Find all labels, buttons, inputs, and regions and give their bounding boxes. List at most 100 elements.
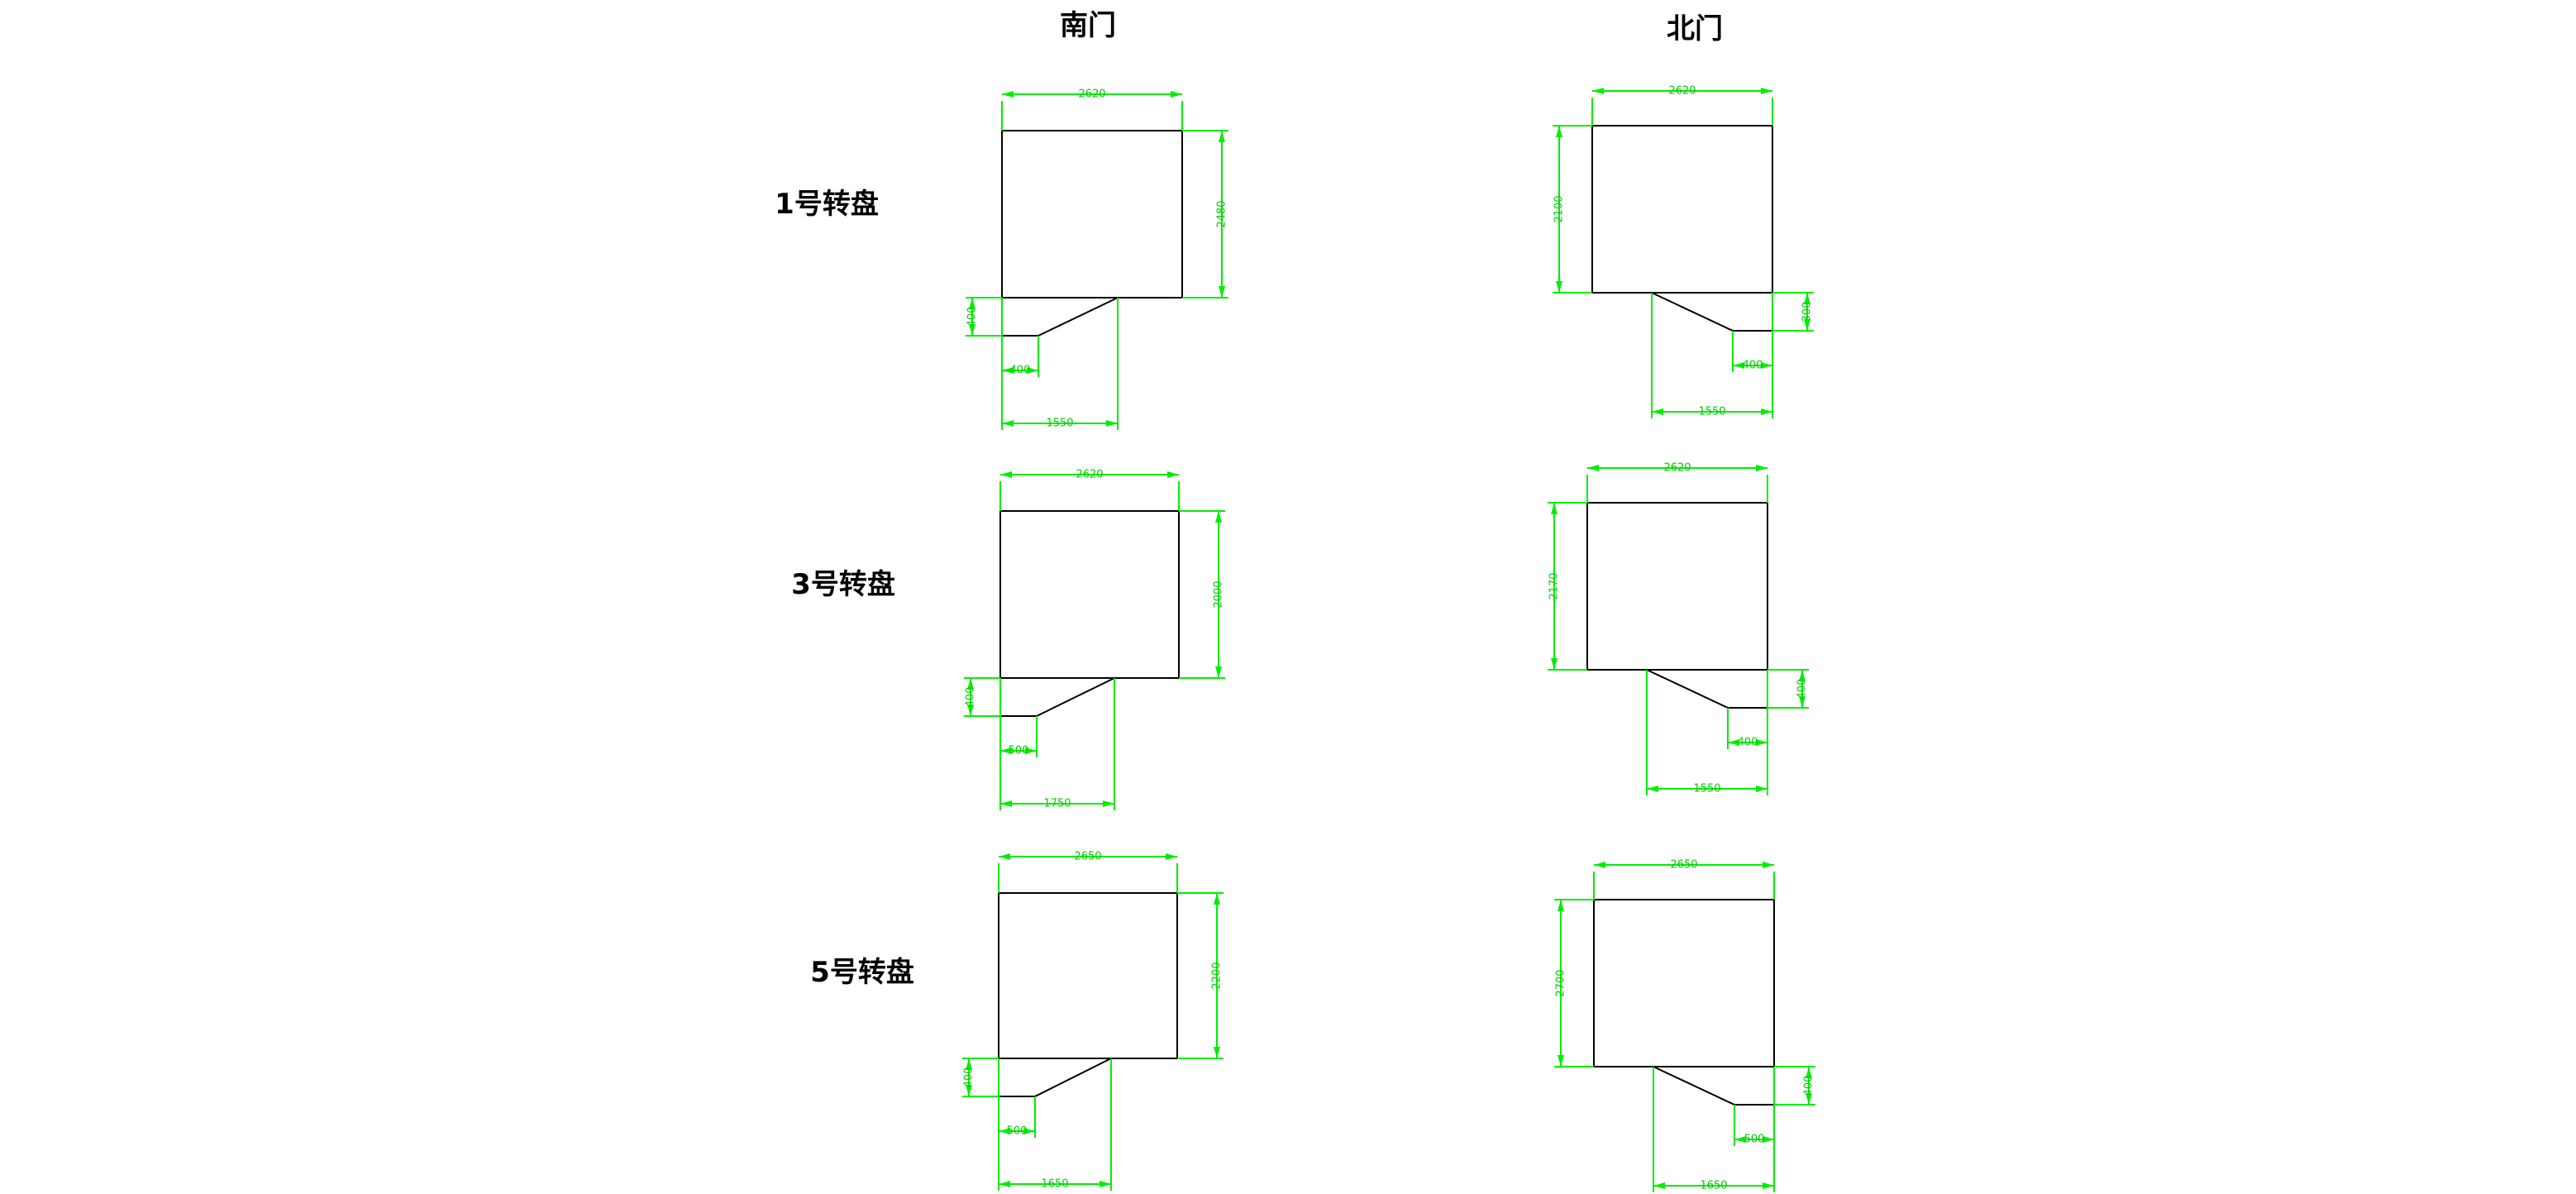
chute-outline bbox=[1002, 297, 1119, 337]
turntable-plans: 2620 2480 400 400 1550 2620 2000 400 500 1750 2650… bbox=[962, 85, 1815, 1192]
rise-dimension: 400 bbox=[966, 307, 979, 327]
turntable-body bbox=[1591, 125, 1773, 294]
row-label-5: 5号转盘 bbox=[810, 956, 914, 989]
north-unit-2: 2650 2700 400 500 1650 bbox=[1554, 859, 1815, 1192]
dimension-arrow bbox=[1756, 465, 1767, 471]
dimension-arrow bbox=[1219, 131, 1225, 142]
dimension-arrow bbox=[1761, 88, 1772, 94]
height-dimension: 2700 bbox=[1555, 969, 1567, 996]
width-dimension: 2620 bbox=[1663, 462, 1691, 475]
dimension-arrow bbox=[1002, 367, 1014, 374]
dimension-arrow bbox=[967, 704, 974, 716]
height-dimension: 2000 bbox=[1213, 580, 1225, 608]
dimension-arrow bbox=[1761, 408, 1772, 415]
chute-outline bbox=[1653, 1066, 1774, 1106]
dimension-arrow bbox=[1558, 900, 1564, 911]
dimension-arrow bbox=[1000, 471, 1012, 478]
dimension-arrow bbox=[1106, 420, 1118, 427]
dimension-arrow bbox=[969, 324, 976, 336]
dimension-arrow bbox=[1214, 1047, 1220, 1058]
dimension-arrow bbox=[1556, 126, 1562, 137]
dimension-arrow bbox=[967, 678, 974, 690]
base-dimension: 1650 bbox=[1041, 1178, 1068, 1191]
dimension-arrow bbox=[1215, 511, 1222, 523]
height-dimension: 2480 bbox=[1216, 200, 1228, 227]
dimension-arrow bbox=[1799, 696, 1806, 708]
height-dimension: 2100 bbox=[1553, 195, 1566, 222]
height-dimension: 2170 bbox=[1548, 572, 1561, 599]
width-dimension: 2650 bbox=[1670, 859, 1697, 872]
width-dimension: 2620 bbox=[1668, 85, 1696, 98]
dimension-arrow bbox=[1002, 420, 1014, 427]
chute-outline bbox=[1000, 677, 1115, 717]
base-dimension: 1650 bbox=[1700, 1180, 1727, 1192]
base-dimension: 1550 bbox=[1698, 406, 1725, 418]
dimension-arrow bbox=[1763, 1136, 1774, 1143]
dimension-arrow bbox=[966, 1085, 972, 1096]
dimension-arrow bbox=[1763, 862, 1774, 868]
dimension-arrow bbox=[999, 1128, 1010, 1134]
chute-outline bbox=[999, 1058, 1112, 1097]
dimension-arrow bbox=[1000, 800, 1012, 807]
dimension-arrow bbox=[1587, 465, 1599, 471]
width-dimension: 2650 bbox=[1074, 851, 1101, 863]
base-dimension: 1550 bbox=[1046, 418, 1073, 430]
row-label-1: 1号转盘 bbox=[775, 188, 879, 221]
dimension-arrow bbox=[1728, 739, 1739, 746]
dimension-arrow bbox=[1756, 739, 1767, 746]
turntable-body bbox=[1001, 130, 1183, 298]
rise-dimension: 400 bbox=[1803, 1076, 1815, 1096]
dimension-arrow bbox=[1167, 471, 1179, 478]
rise-dimension: 400 bbox=[965, 687, 977, 708]
dimension-arrow bbox=[1734, 1136, 1746, 1143]
dimension-arrow bbox=[1806, 1093, 1812, 1105]
dimension-arrow bbox=[1653, 1182, 1665, 1189]
dimension-arrow bbox=[1756, 786, 1767, 792]
south-unit-1: 2620 2000 400 500 1750 bbox=[964, 469, 1225, 810]
column-header-south: 南门 bbox=[1060, 9, 1116, 42]
dimension-arrow bbox=[1214, 893, 1220, 905]
dimension-arrow bbox=[1761, 362, 1772, 369]
dimension-arrow bbox=[1806, 1067, 1812, 1078]
rise-dimension: 300 bbox=[1801, 302, 1814, 322]
dimension-arrow bbox=[1592, 88, 1604, 94]
width-dimension: 2620 bbox=[1076, 469, 1103, 481]
dimension-arrow bbox=[999, 853, 1010, 860]
step-dimension: 400 bbox=[1010, 365, 1031, 377]
rise-dimension: 400 bbox=[1796, 679, 1809, 700]
dimension-arrow bbox=[1652, 408, 1663, 415]
dimension-arrow bbox=[1763, 1182, 1774, 1189]
base-dimension: 1750 bbox=[1043, 798, 1071, 810]
dimension-arrow bbox=[1804, 319, 1810, 331]
width-dimension: 2620 bbox=[1078, 88, 1105, 101]
dimension-arrow bbox=[1647, 786, 1658, 792]
turntable-body bbox=[1593, 899, 1775, 1067]
dimension-arrow bbox=[1215, 666, 1222, 678]
dimension-arrow bbox=[1219, 286, 1225, 298]
dimension-arrow bbox=[1171, 91, 1182, 98]
south-unit-0: 2620 2480 400 400 1550 bbox=[966, 88, 1228, 430]
dimension-arrow bbox=[1804, 293, 1810, 304]
dimension-arrow bbox=[999, 1181, 1010, 1187]
turntable-body bbox=[998, 892, 1178, 1059]
rise-dimension: 400 bbox=[963, 1067, 976, 1088]
dimension-arrow bbox=[1100, 1181, 1111, 1187]
chute-outline bbox=[1646, 669, 1767, 709]
dimension-arrow bbox=[1551, 503, 1558, 514]
dimension-arrow bbox=[1556, 281, 1562, 293]
dimension-arrow bbox=[1166, 853, 1177, 860]
dimension-arrow bbox=[969, 298, 976, 309]
turntable-body bbox=[999, 510, 1180, 679]
dimension-arrow bbox=[1025, 747, 1037, 754]
step-dimension: 500 bbox=[1744, 1134, 1765, 1146]
dimension-arrow bbox=[1594, 862, 1605, 868]
dimension-arrow bbox=[966, 1058, 972, 1070]
step-dimension: 500 bbox=[1009, 745, 1029, 757]
dimension-arrow bbox=[1733, 362, 1744, 369]
dimension-arrow bbox=[1551, 658, 1558, 670]
dimension-arrow bbox=[1027, 367, 1038, 374]
